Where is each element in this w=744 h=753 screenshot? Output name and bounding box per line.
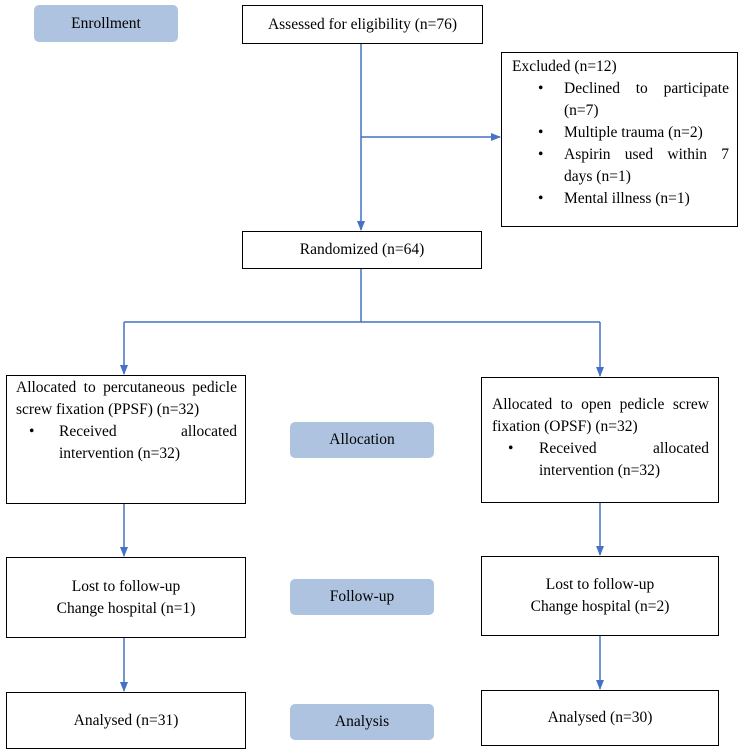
randomized-text: Randomized (n=64) — [299, 241, 425, 258]
right-lost-detail: Change hospital (n=2) — [530, 598, 670, 615]
stage-enrollment: Enrollment — [34, 5, 178, 42]
excluded-item-text: Mental illness (n=1) — [564, 190, 690, 207]
stage-analysis-label: Analysis — [334, 713, 390, 730]
assessed-box: Assessed for eligibility (n=76) — [242, 5, 483, 44]
excluded-item: • Declined to participate (n=7) — [538, 78, 729, 122]
right-received-item: • Received allocated intervention (n=32) — [492, 438, 709, 482]
bullet-icon: • — [538, 190, 544, 207]
bullet-icon: • — [538, 124, 544, 141]
stage-allocation: Allocation — [290, 422, 434, 458]
stage-follow-up-label: Follow-up — [329, 588, 395, 605]
right-lost-title: Lost to follow-up — [545, 576, 655, 593]
stage-follow-up: Follow-up — [290, 579, 434, 615]
randomized-box: Randomized (n=64) — [242, 231, 482, 269]
right-received-text: Received allocated intervention (n=32) — [539, 440, 709, 479]
left-received-item: • Received allocated intervention (n=32) — [16, 421, 237, 465]
bullet-icon: • — [538, 146, 544, 163]
right-allocated-text: Allocated to open pedicle screw fixation… — [492, 396, 709, 435]
right-followup-box: Lost to follow-up Change hospital (n=2) — [481, 556, 719, 636]
excluded-list: • Declined to participate (n=7) • Multip… — [512, 78, 729, 210]
excluded-item: • Aspirin used within 7 days (n=1) — [538, 144, 729, 188]
left-followup-box: Lost to follow-up Change hospital (n=1) — [6, 557, 246, 638]
excluded-box: Excluded (n=12) • Declined to participat… — [501, 52, 738, 227]
stage-enrollment-label: Enrollment — [71, 14, 141, 32]
left-analysed-text: Analysed (n=31) — [73, 711, 179, 729]
left-lost-title: Lost to follow-up — [71, 577, 181, 595]
excluded-item-text: Multiple trauma (n=2) — [564, 124, 703, 141]
excluded-item-text: Aspirin used within 7 days (n=1) — [564, 146, 729, 185]
excluded-item-text: Declined to participate (n=7) — [564, 80, 729, 119]
assessed-text: Assessed for eligibility (n=76) — [267, 15, 458, 33]
right-analysed-box: Analysed (n=30) — [481, 690, 719, 746]
left-lost-detail: Change hospital (n=1) — [56, 599, 196, 617]
bullet-icon: • — [538, 80, 544, 97]
bullet-icon: • — [29, 423, 35, 440]
stage-analysis: Analysis — [290, 704, 434, 740]
right-analysed-text: Analysed (n=30) — [547, 709, 653, 726]
left-analysed-box: Analysed (n=31) — [6, 692, 246, 749]
stage-allocation-label: Allocation — [329, 431, 395, 448]
left-allocated-box: Allocated to percutaneous pedicle screw … — [6, 375, 246, 504]
excluded-item: • Mental illness (n=1) — [538, 188, 729, 210]
bullet-icon: • — [508, 440, 514, 457]
right-allocated-box: Allocated to open pedicle screw fixation… — [481, 377, 719, 503]
excluded-title: Excluded (n=12) — [512, 58, 617, 75]
excluded-item: • Multiple trauma (n=2) — [538, 122, 729, 144]
left-received-text: Received allocated intervention (n=32) — [59, 423, 237, 462]
left-allocated-text: Allocated to percutaneous pedicle screw … — [16, 379, 237, 418]
